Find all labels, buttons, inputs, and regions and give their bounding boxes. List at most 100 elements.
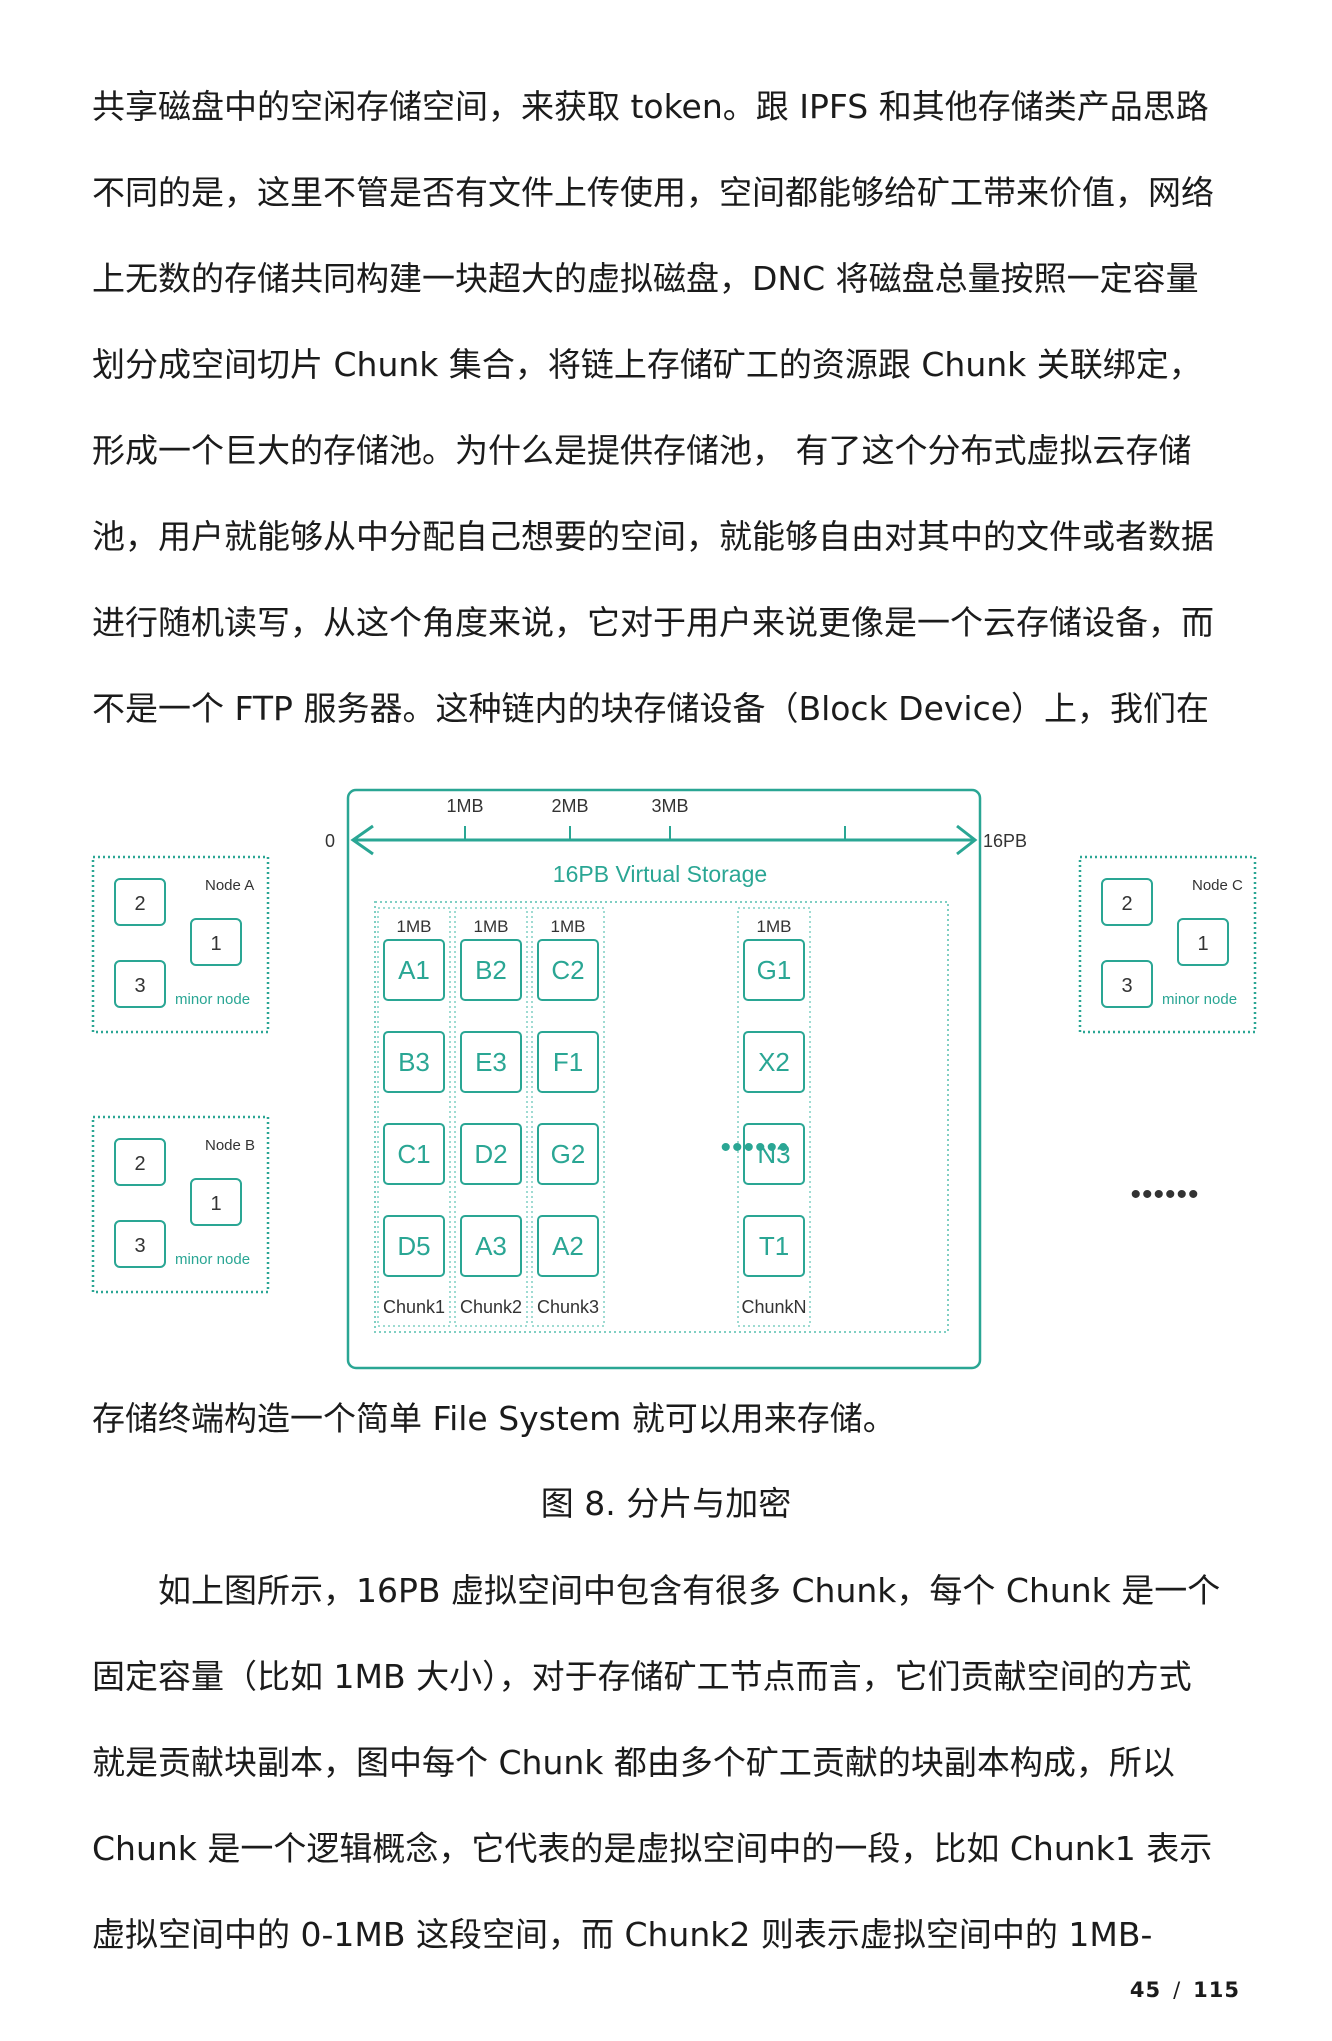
page-total: 115	[1193, 1978, 1240, 2002]
block-cell	[460, 1031, 522, 1093]
node-number-box	[114, 878, 166, 926]
block-label: G2	[551, 1139, 586, 1169]
axis-right-arrow	[956, 824, 978, 856]
node-number-box	[190, 918, 242, 966]
node-number: 3	[134, 1235, 145, 1257]
axis-tick-label: 2MB	[551, 796, 588, 816]
node-name: Node C	[1192, 877, 1243, 894]
minor-node-label: minor node	[1162, 991, 1237, 1008]
text-line: 如上图所示，16PB 虚拟空间中包含有很多 Chunk，每个 Chunk 是一个	[158, 1571, 1221, 1610]
block-label: F1	[553, 1047, 583, 1077]
block-cell	[383, 939, 445, 1001]
block-cell	[383, 1123, 445, 1185]
block-label: A1	[398, 955, 430, 985]
chunk-name-label: ChunkN	[741, 1297, 806, 1317]
block-cell	[537, 1031, 599, 1093]
node-number: 2	[134, 893, 145, 915]
block-cell	[383, 1215, 445, 1277]
virtual-storage-diagram: 1MB 2MB 3MB 0 16PB 16PB Virtual Storage …	[85, 772, 1265, 1372]
chunk-size-label: 1MB	[474, 917, 509, 936]
node-number-box	[1177, 918, 1229, 966]
page-number: 45 / 115	[1130, 1978, 1240, 2002]
text-line: 虚拟空间中的 0-1MB 这段空间，而 Chunk2 则表示虚拟空间中的 1MB…	[92, 1915, 1153, 1954]
page-current: 45	[1129, 1978, 1162, 2002]
chunk-name-label: Chunk3	[537, 1297, 599, 1317]
minor-node-label: minor node	[175, 1251, 250, 1268]
block-cell	[743, 1031, 805, 1093]
node-number-box	[1101, 878, 1153, 926]
chunk-column	[377, 907, 451, 1327]
miner-node-group: Node B 2 1 3 minor node	[91, 1115, 270, 1294]
text-line: 形成一个巨大的存储池。为什么是提供存储池， 有了这个分布式虚拟云存储	[92, 431, 1192, 470]
text-line: 不是一个 FTP 服务器。这种链内的块存储设备（Block Device）上，我…	[92, 689, 1210, 728]
block-label: X2	[758, 1047, 790, 1077]
block-cell	[383, 1031, 445, 1093]
text-line: 划分成空间切片 Chunk 集合，将链上存储矿工的资源跟 Chunk 关联绑定，	[92, 345, 1202, 384]
block-label: E3	[475, 1047, 507, 1077]
axis-end-label: 16PB	[983, 831, 1027, 851]
node-number: 1	[1197, 933, 1208, 955]
chunk-column	[531, 907, 605, 1327]
block-cell	[460, 1215, 522, 1277]
minor-node-label: minor node	[175, 991, 250, 1008]
figure-caption: 图 8. 分片与加密	[540, 1484, 792, 1523]
miner-node-group: Node A 2 1 3 minor node	[91, 855, 270, 1034]
axis-left-arrow	[350, 824, 374, 856]
storage-title: 16PB Virtual Storage	[553, 861, 767, 887]
node-number: 2	[1121, 893, 1132, 915]
block-label: B3	[398, 1047, 430, 1077]
miner-node-group: Node C 2 1 3 minor node	[1078, 855, 1257, 1034]
block-cell	[743, 1123, 805, 1185]
node-name: Node A	[205, 877, 254, 894]
block-label: A3	[475, 1231, 507, 1261]
node-number: 2	[134, 1153, 145, 1175]
text-line: Chunk 是一个逻辑概念，它代表的是虚拟空间中的一段，比如 Chunk1 表示	[92, 1829, 1213, 1868]
text-line: 共享磁盘中的空闲存储空间，来获取 token。跟 IPFS 和其他存储类产品思路	[92, 87, 1209, 126]
node-number-box	[190, 1178, 242, 1226]
chunk-name-label: Chunk2	[460, 1297, 522, 1317]
block-cell	[537, 1215, 599, 1277]
outside-ellipsis: ••••••	[1130, 1178, 1199, 1211]
node-number-box	[1101, 960, 1153, 1008]
block-label: G1	[757, 955, 792, 985]
axis-start-label: 0	[325, 831, 335, 851]
node-number-box	[114, 1220, 166, 1268]
block-label: A2	[552, 1231, 584, 1261]
block-label: D5	[397, 1231, 430, 1261]
node-number: 3	[1121, 975, 1132, 997]
block-label: C2	[551, 955, 584, 985]
block-cell	[537, 1123, 599, 1185]
text-line: 池，用户就能够从中分配自己想要的空间，就能够自由对其中的文件或者数据	[92, 517, 1214, 556]
block-cell	[537, 939, 599, 1001]
block-label: D2	[474, 1139, 507, 1169]
axis-tick-label: 1MB	[446, 796, 483, 816]
node-number: 1	[210, 933, 221, 955]
middle-ellipsis: ••••••	[720, 1131, 789, 1164]
text-line: 存储终端构造一个简单 File System 就可以用来存储。	[92, 1399, 896, 1438]
chunk-area	[374, 901, 949, 1333]
chunk-name-label: Chunk1	[383, 1297, 445, 1317]
node-number: 3	[134, 975, 145, 997]
text-line: 就是贡献块副本，图中每个 Chunk 都由多个矿工贡献的块副本构成，所以	[92, 1743, 1175, 1782]
node-number: 1	[210, 1193, 221, 1215]
block-label: N3	[757, 1139, 790, 1169]
node-name: Node B	[205, 1137, 255, 1154]
chunk-size-label: 1MB	[551, 917, 586, 936]
text-line: 进行随机读写，从这个角度来说，它对于用户来说更像是一个云存储设备，而	[92, 603, 1214, 642]
diagram-svg: 1MB 2MB 3MB 0 16PB 16PB Virtual Storage …	[91, 788, 1257, 1370]
block-cell	[460, 1123, 522, 1185]
block-label: B2	[475, 955, 507, 985]
node-number-box	[114, 960, 166, 1008]
block-cell	[743, 939, 805, 1001]
block-cell	[743, 1215, 805, 1277]
block-label: C1	[397, 1139, 430, 1169]
chunk-size-label: 1MB	[397, 917, 432, 936]
text-line: 不同的是，这里不管是否有文件上传使用，空间都能够给矿工带来价值，网络	[92, 173, 1214, 212]
chunk-column	[737, 907, 811, 1327]
node-number-box	[114, 1138, 166, 1186]
text-line: 固定容量（比如 1MB 大小），对于存储矿工节点而言，它们贡献空间的方式	[92, 1657, 1192, 1696]
page-separator: /	[1173, 1978, 1182, 2002]
chunk-column	[454, 907, 528, 1327]
chunk-size-label: 1MB	[757, 917, 792, 936]
axis-tick-label: 3MB	[651, 796, 688, 816]
